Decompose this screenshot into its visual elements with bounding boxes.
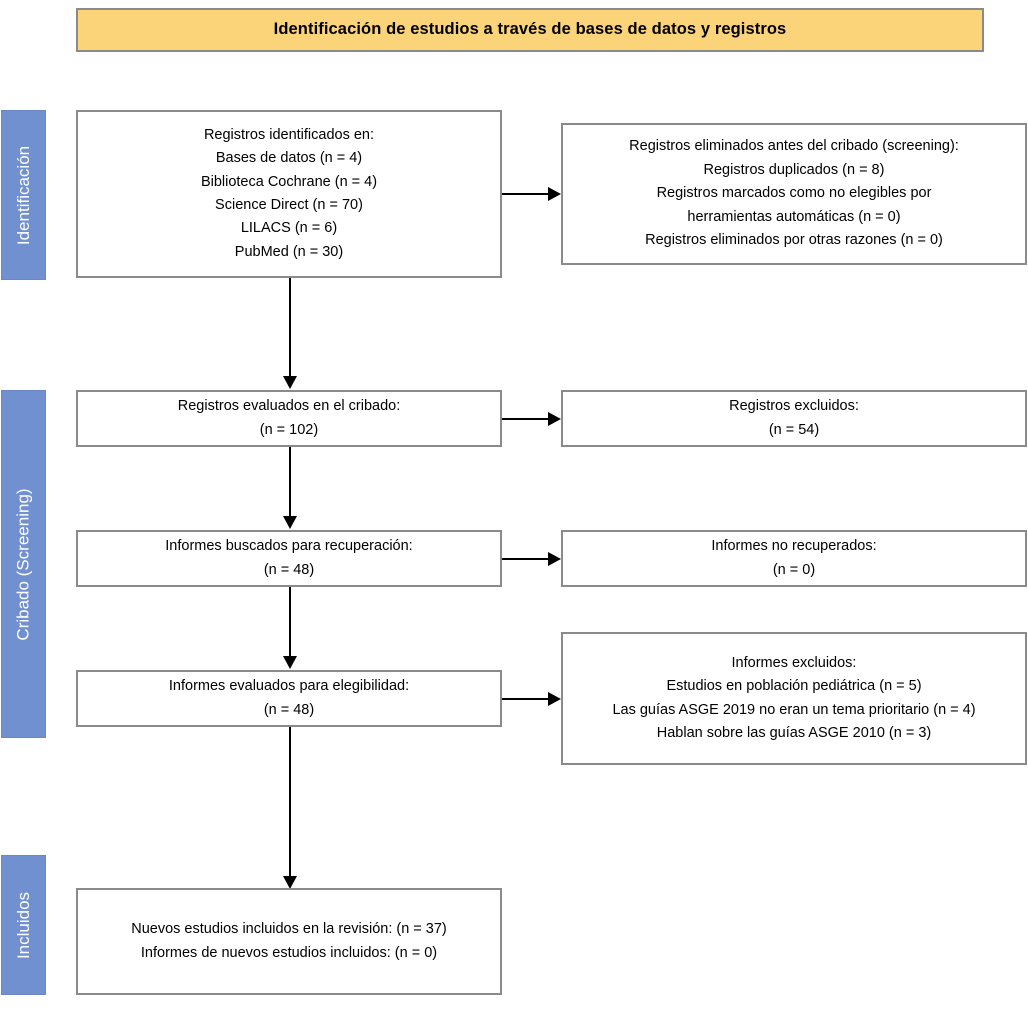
connector-screened-to-sought <box>289 447 291 517</box>
stage-label-cribado: Cribado (Screening) <box>14 487 34 641</box>
box-line: Registros excluidos: <box>729 398 859 415</box>
connector-screened-to-excluded <box>502 418 548 420</box>
connector-identified-to-screened <box>289 278 291 378</box>
box-studies-included: Nuevos estudios incluidos en la revisión… <box>76 888 502 995</box>
box-line: Registros duplicados (n = 8) <box>703 161 885 178</box>
arrowhead-identified-to-screened <box>283 376 297 389</box>
box-line: (n = 48) <box>263 561 315 578</box>
box-line: Registros marcados como no elegibles por <box>656 185 932 202</box>
connector-sought-to-not-retrieved <box>502 558 548 560</box>
box-line: (n = 102) <box>259 421 319 438</box>
box-line: Hablan sobre las guías ASGE 2010 (n = 3) <box>656 724 932 741</box>
box-line: (n = 0) <box>772 561 816 578</box>
box-line: Informes buscados para recuperación: <box>165 538 413 555</box>
box-line: Nuevos estudios incluidos en la revisión… <box>131 921 447 938</box>
box-line: Biblioteca Cochrane (n = 4) <box>200 173 378 190</box>
stage-label-identificacion: Identificación <box>14 145 34 245</box>
arrowhead-screened-to-sought <box>283 516 297 529</box>
box-line: herramientas automáticas (n = 0) <box>687 208 901 225</box>
stage-bar-identificacion: Identificación <box>1 110 46 280</box>
box-records-excluded: Registros excluidos: (n = 54) <box>561 390 1027 447</box>
box-records-screened: Registros evaluados en el cribado: (n = … <box>76 390 502 447</box>
stage-bar-incluidos: Incluidos <box>1 855 46 995</box>
box-line: Informes no recuperados: <box>711 538 877 555</box>
arrowhead-sought-to-eligibility <box>283 656 297 669</box>
arrowhead-identified-to-removed <box>548 187 561 201</box>
connector-identified-to-removed <box>502 193 548 195</box>
box-line: Bases de datos (n = 4) <box>215 150 363 167</box>
box-line: Informes de nuevos estudios incluidos: (… <box>140 944 438 961</box>
box-line: Science Direct (n = 70) <box>215 197 363 213</box>
box-line: Registros evaluados en el cribado: <box>177 398 401 415</box>
box-reports-excluded: Informes excluidos: Estudios en població… <box>561 632 1027 765</box>
stage-bar-cribado: Cribado (Screening) <box>1 390 46 738</box>
box-line: PubMed (n = 30) <box>234 243 344 260</box>
arrowhead-eligibility-to-included <box>283 876 297 889</box>
box-line: Las guías ASGE 2019 no eran un tema prio… <box>612 701 976 718</box>
box-records-identified: Registros identificados en: Bases de dat… <box>76 110 502 278</box>
box-line: (n = 54) <box>768 421 820 438</box>
arrowhead-sought-to-not-retrieved <box>548 552 561 566</box>
box-line: LILACS (n = 6) <box>240 220 338 237</box>
box-line: Registros eliminados por otras razones (… <box>645 232 943 249</box>
box-line: Registros identificados en: <box>203 126 375 143</box>
stage-label-incluidos: Incluidos <box>14 891 34 959</box>
box-line: Informes excluidos: <box>731 654 857 671</box>
box-line: (n = 48) <box>263 701 315 718</box>
box-reports-assessed-for-eligibility: Informes evaluados para elegibilidad: (n… <box>76 670 502 727</box>
connector-sought-to-eligibility <box>289 587 291 657</box>
diagram-title-banner: Identificación de estudios a través de b… <box>76 8 984 52</box>
box-reports-not-retrieved: Informes no recuperados: (n = 0) <box>561 530 1027 587</box>
connector-eligibility-to-reports-excluded <box>502 698 548 700</box>
connector-eligibility-to-included <box>289 727 291 877</box>
box-line: Registros eliminados antes del cribado (… <box>629 138 959 155</box>
box-reports-sought-for-retrieval: Informes buscados para recuperación: (n … <box>76 530 502 587</box>
box-line: Estudios en población pediátrica (n = 5) <box>666 678 922 695</box>
box-records-removed-before-screening: Registros eliminados antes del cribado (… <box>561 123 1027 265</box>
arrowhead-screened-to-excluded <box>548 412 561 426</box>
page-title: Identificación de estudios a través de b… <box>273 20 787 39</box>
arrowhead-eligibility-to-reports-excluded <box>548 692 561 706</box>
box-line: Informes evaluados para elegibilidad: <box>168 678 410 695</box>
